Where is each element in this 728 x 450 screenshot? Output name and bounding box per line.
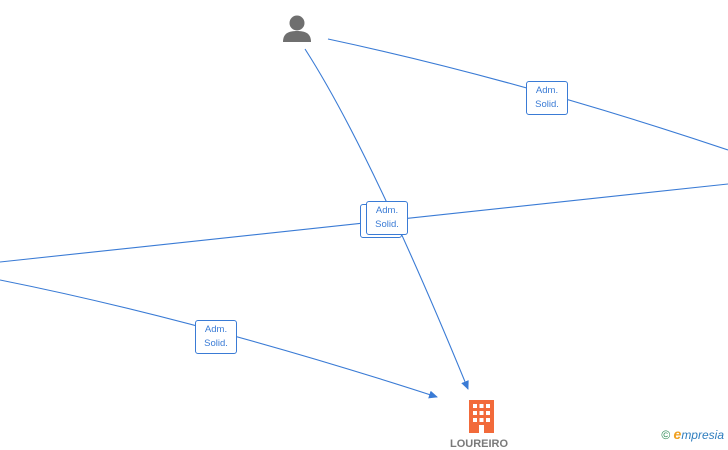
edge-label-center[interactable]: Adm. Solid. bbox=[366, 201, 408, 235]
brand-logo-text: mpresia bbox=[681, 428, 724, 442]
building-icon[interactable] bbox=[469, 400, 494, 433]
edge-label-line2: Solid. bbox=[535, 99, 559, 110]
edge-label-line1: Adm. bbox=[375, 205, 399, 216]
edge-label-line2: Solid. bbox=[375, 219, 399, 230]
edge-person-to-right bbox=[327, 38, 728, 151]
edge-label-line1: Adm. bbox=[204, 324, 228, 335]
edge-label-line2: Solid. bbox=[204, 338, 228, 349]
brand-logo-e: e bbox=[673, 426, 682, 442]
edge-label-bottom-left[interactable]: Adm. Solid. bbox=[195, 320, 237, 354]
person-icon[interactable] bbox=[283, 15, 311, 43]
edge-label-top-right[interactable]: Adm. Solid. bbox=[526, 81, 568, 115]
copyright-symbol: © bbox=[661, 428, 671, 442]
company-node-label[interactable]: LOUREIRO bbox=[449, 438, 509, 450]
edge-person-to-company bbox=[304, 48, 469, 390]
brand-watermark: © empresia bbox=[661, 426, 724, 442]
edge-label-line1: Adm. bbox=[535, 85, 559, 96]
